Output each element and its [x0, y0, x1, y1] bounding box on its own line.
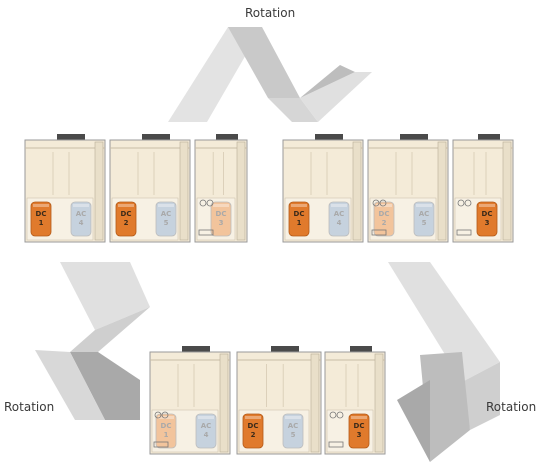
dc-compressor-tank: DC3 — [476, 201, 498, 237]
tank-type-label: DC — [248, 422, 259, 430]
fan-top — [315, 134, 343, 141]
tank-type-label: AC — [419, 210, 430, 218]
tank-type-label: DC — [216, 210, 227, 218]
outdoor-unit: DC1 AC4 — [149, 346, 231, 455]
outdoor-unit: DC2 AC5 — [367, 134, 449, 243]
outdoor-unit: DC1 AC4 — [282, 134, 364, 243]
ac-compressor-tank: AC5 — [413, 201, 435, 237]
tank-type-label: AC — [288, 422, 299, 430]
rotation-label-top: Rotation — [245, 6, 295, 20]
side-grille — [502, 141, 512, 241]
tank-number-label: 2 — [251, 431, 256, 439]
unit-groups: DC1AC4DC2AC5DC3DC1AC4DC2AC5DC3DC1AC4DC2A… — [24, 134, 514, 455]
ac-compressor-tank: AC4 — [70, 201, 92, 237]
tank-number-label: 4 — [79, 219, 84, 227]
arrow-right — [388, 262, 500, 462]
dc-compressor-tank: DC2 — [242, 413, 264, 449]
outdoor-unit: DC1 AC4 — [24, 134, 106, 243]
fan-top — [478, 134, 500, 141]
rotation-label-left: Rotation — [4, 400, 54, 414]
tank-number-label: 1 — [297, 219, 302, 227]
dc-compressor-tank: DC2 — [373, 201, 395, 237]
tank-number-label: 3 — [219, 219, 224, 227]
valve-icon — [198, 199, 214, 236]
side-grille — [94, 141, 104, 241]
tank-number-label: 5 — [422, 219, 427, 227]
tank-type-label: DC — [294, 210, 305, 218]
tank-type-label: DC — [121, 210, 132, 218]
dc-compressor-tank: DC1 — [155, 413, 177, 449]
tank-number-label: 1 — [39, 219, 44, 227]
tank-number-label: 3 — [485, 219, 490, 227]
tank-type-label: AC — [334, 210, 345, 218]
fan-top — [142, 134, 170, 141]
side-grille — [179, 141, 189, 241]
ac-compressor-tank: AC4 — [195, 413, 217, 449]
dc-compressor-tank: DC2 — [115, 201, 137, 237]
rotation-label-right: Rotation — [486, 400, 536, 414]
tank-number-label: 1 — [164, 431, 169, 439]
side-grille — [352, 141, 362, 241]
outdoor-unit: DC3 — [324, 346, 386, 455]
outdoor-unit: DC3 — [194, 134, 248, 243]
fan-top — [216, 134, 238, 141]
fan-top — [271, 346, 299, 353]
tank-number-label: 5 — [164, 219, 169, 227]
valve-icon — [328, 411, 344, 448]
arrow-left — [35, 262, 150, 420]
fan-top — [182, 346, 210, 353]
outdoor-unit: DC3 — [452, 134, 514, 243]
outdoor-unit: DC2 AC5 — [109, 134, 191, 243]
tank-type-label: DC — [482, 210, 493, 218]
dc-compressor-tank: DC3 — [348, 413, 370, 449]
tank-number-label: 5 — [291, 431, 296, 439]
tank-type-label: DC — [36, 210, 47, 218]
side-grille — [219, 353, 229, 453]
valve-icon — [456, 199, 472, 236]
dc-compressor-tank: DC1 — [288, 201, 310, 237]
arrow-top — [168, 27, 372, 122]
tank-type-label: AC — [161, 210, 172, 218]
tank-number-label: 3 — [357, 431, 362, 439]
valve-icon — [371, 199, 387, 236]
tank-type-label: DC — [354, 422, 365, 430]
outdoor-unit: DC2 AC5 — [236, 346, 322, 455]
fan-top — [400, 134, 428, 141]
valve-icon — [153, 411, 169, 448]
tank-type-label: AC — [76, 210, 87, 218]
dc-compressor-tank: DC3 — [210, 201, 232, 237]
side-grille — [437, 141, 447, 241]
tank-type-label: DC — [379, 210, 390, 218]
tank-type-label: AC — [201, 422, 212, 430]
tank-number-label: 2 — [124, 219, 129, 227]
fan-top — [57, 134, 85, 141]
ac-compressor-tank: AC5 — [155, 201, 177, 237]
ac-compressor-tank: AC5 — [282, 413, 304, 449]
tank-number-label: 4 — [337, 219, 342, 227]
side-grille — [374, 353, 384, 453]
tank-number-label: 4 — [204, 431, 209, 439]
side-grille — [236, 141, 246, 241]
fan-top — [350, 346, 372, 353]
side-grille — [310, 353, 320, 453]
tank-type-label: DC — [161, 422, 172, 430]
dc-compressor-tank: DC1 — [30, 201, 52, 237]
ac-compressor-tank: AC4 — [328, 201, 350, 237]
tank-number-label: 2 — [382, 219, 387, 227]
